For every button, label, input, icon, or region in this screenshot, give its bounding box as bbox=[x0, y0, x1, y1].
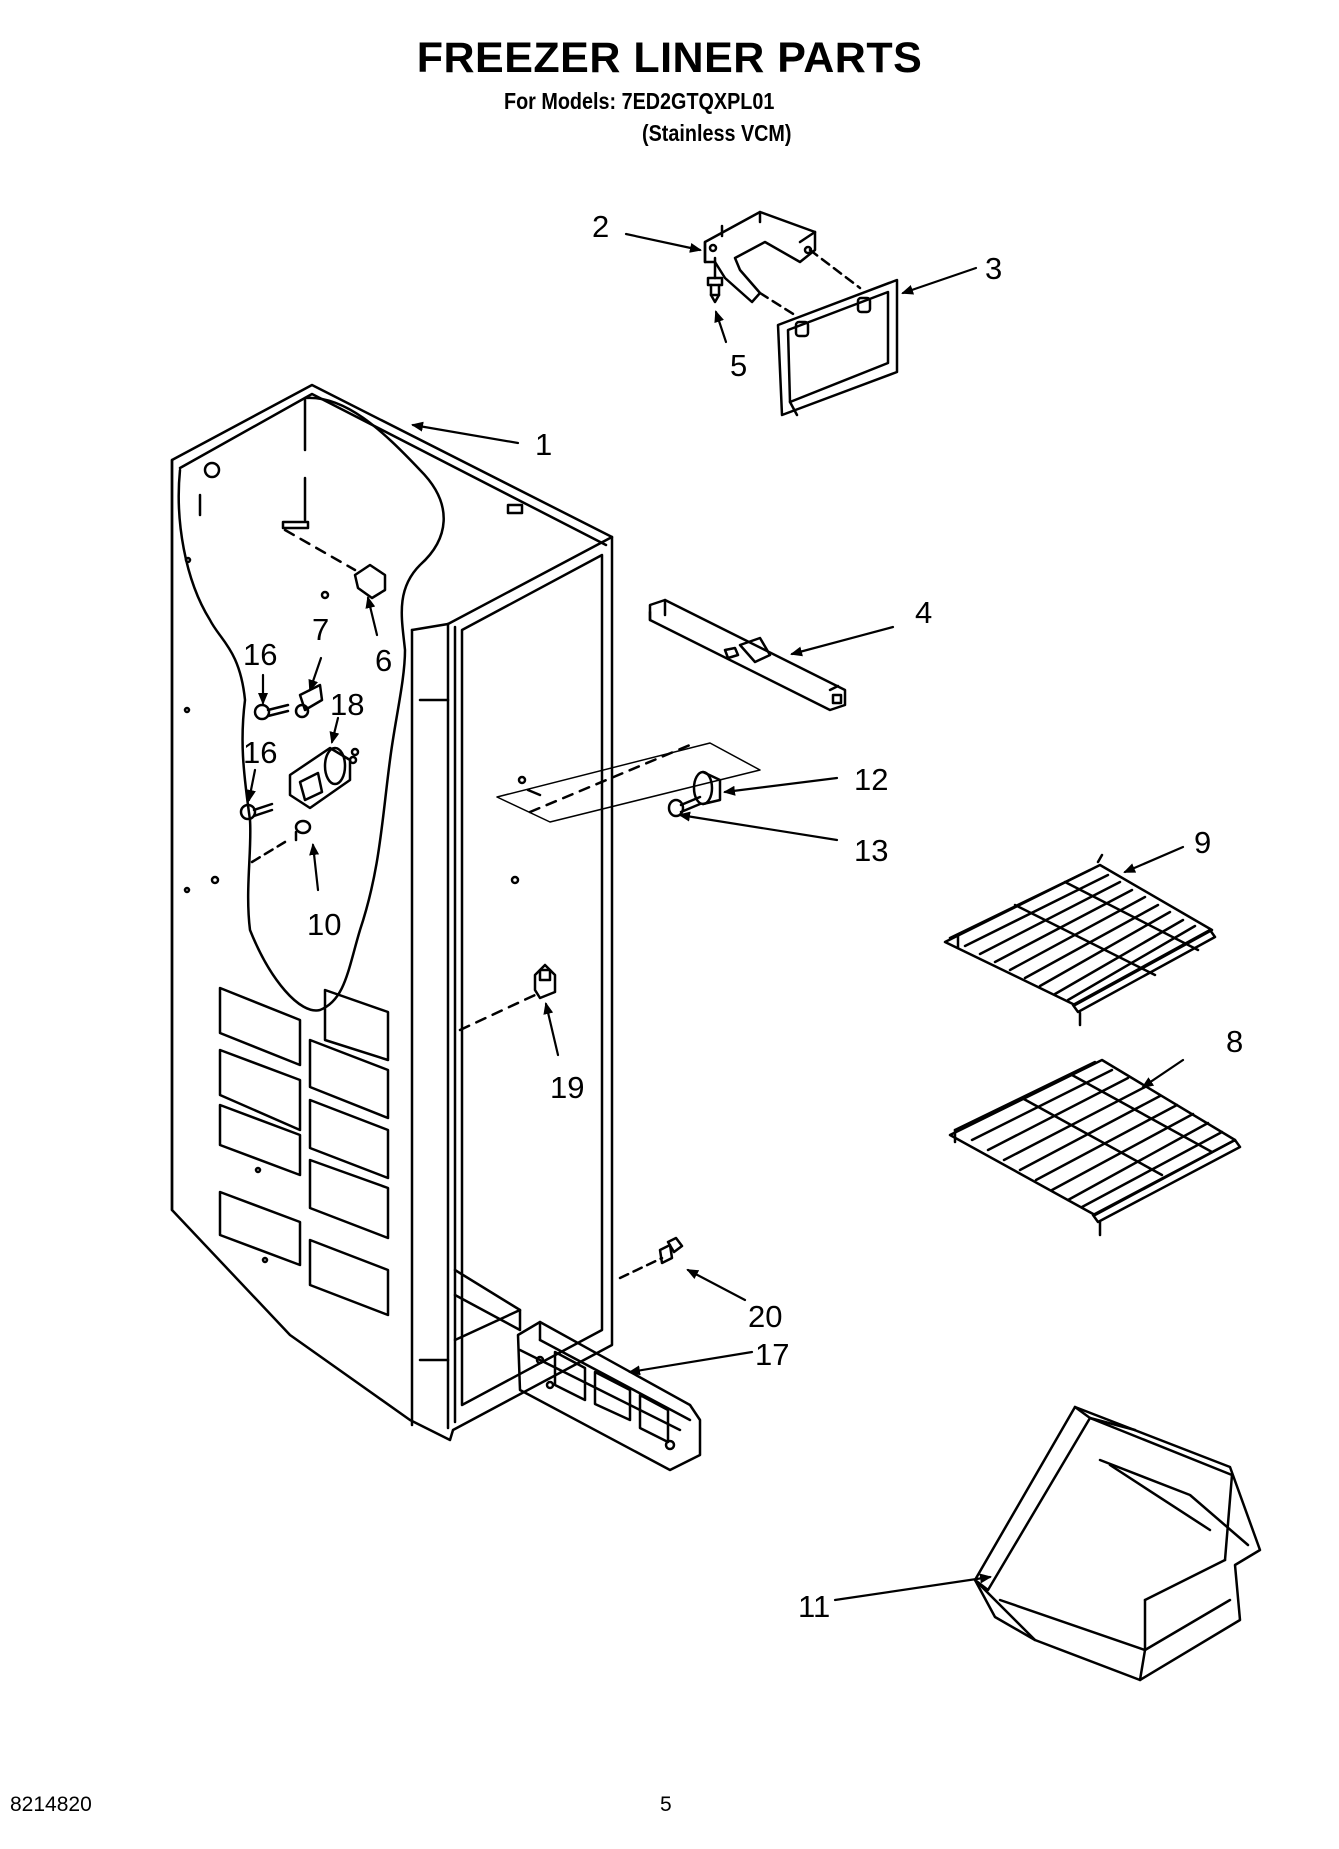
part-16-screw-lower bbox=[239, 802, 274, 821]
callout-6: 6 bbox=[375, 643, 392, 678]
part-12-light-socket bbox=[692, 770, 722, 806]
part-20-screw bbox=[618, 1236, 684, 1280]
page-number: 5 bbox=[660, 1793, 672, 1816]
callout-1: 1 bbox=[535, 427, 552, 462]
callout-leaders bbox=[246, 232, 1185, 1602]
callout-18: 18 bbox=[330, 687, 364, 722]
callout-7: 7 bbox=[312, 612, 329, 647]
callout-11: 11 bbox=[798, 1589, 830, 1624]
callout-labels: 1 2 3 4 5 6 7 8 9 10 11 12 13 16 16 17 1… bbox=[243, 209, 1243, 1624]
models-line: For Models: 7ED2GTQXPL01 bbox=[504, 88, 775, 114]
callout-12: 12 bbox=[854, 762, 888, 797]
callout-4: 4 bbox=[915, 595, 932, 630]
callout-19: 19 bbox=[550, 1070, 584, 1105]
part-13-bulb-screw bbox=[667, 795, 702, 818]
callout-3: 3 bbox=[985, 251, 1002, 286]
callout-17: 17 bbox=[755, 1337, 789, 1372]
part-19-switch bbox=[458, 963, 557, 1032]
part-5-screw bbox=[706, 256, 724, 304]
callout-16-lower: 16 bbox=[243, 735, 277, 770]
part-6-clip bbox=[283, 528, 387, 600]
part-16-screw-upper bbox=[253, 703, 290, 721]
part-2-bracket bbox=[703, 210, 862, 319]
callout-20: 20 bbox=[748, 1299, 782, 1334]
part-4-rail bbox=[648, 598, 847, 712]
callout-2: 2 bbox=[592, 209, 609, 244]
callout-13: 13 bbox=[854, 833, 888, 868]
part-10-plug bbox=[250, 819, 312, 864]
part-3-panel bbox=[776, 278, 899, 417]
page-title: FREEZER LINER PARTS bbox=[416, 34, 923, 82]
callout-16-upper: 16 bbox=[243, 637, 277, 672]
part-1-freezer-liner bbox=[170, 383, 761, 1442]
part-11-bin bbox=[973, 1405, 1262, 1682]
part-8-wire-shelf bbox=[948, 1058, 1242, 1237]
callout-9: 9 bbox=[1194, 825, 1211, 860]
document-number: 8214820 bbox=[10, 1793, 92, 1816]
callout-10: 10 bbox=[307, 907, 341, 942]
part-18-knob bbox=[288, 746, 360, 810]
part-9-wire-shelf bbox=[943, 853, 1217, 1027]
callout-5: 5 bbox=[730, 348, 747, 383]
part-17-light-housing bbox=[516, 1320, 702, 1472]
variant-line: (Stainless VCM) bbox=[642, 120, 792, 146]
callout-8: 8 bbox=[1226, 1024, 1243, 1059]
